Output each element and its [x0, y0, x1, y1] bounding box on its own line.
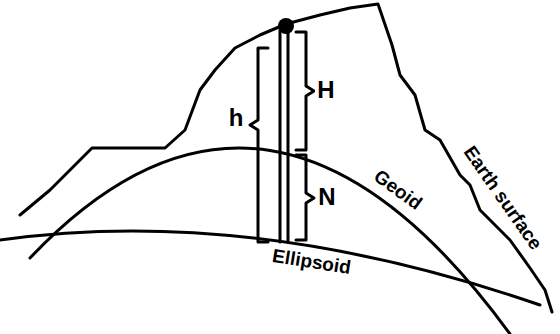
- height-symbol: N: [316, 184, 337, 209]
- ellipsoid-curve: [0, 231, 540, 305]
- H-bracket: [296, 32, 314, 150]
- plumb-line: [279, 30, 282, 242]
- plumb-line: [287, 30, 290, 242]
- surface-name: Geoid: [369, 165, 428, 215]
- h-bracket: [250, 48, 268, 242]
- earth-surface-line: [20, 4, 552, 312]
- N-bracket: [296, 155, 314, 240]
- surface-name: Earth surface: [459, 141, 547, 255]
- survey-point: [278, 18, 294, 34]
- height-symbol: h: [227, 105, 246, 130]
- height-symbol: H: [315, 77, 336, 102]
